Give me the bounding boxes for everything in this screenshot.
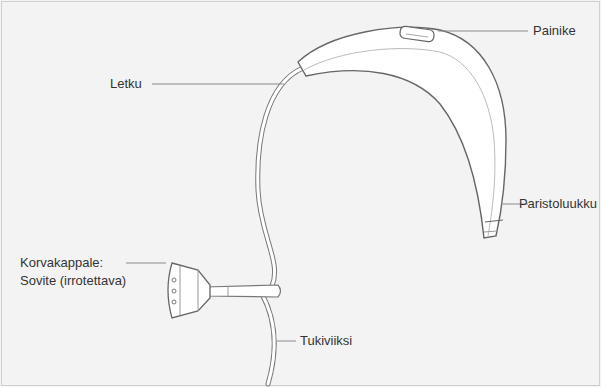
tube <box>258 68 303 286</box>
leader-line <box>152 84 284 85</box>
button-groove <box>406 34 428 37</box>
tube-outline <box>258 68 303 286</box>
leader-line <box>438 31 528 32</box>
part-label: Korvakappale: Sovite (irrotettava) <box>20 254 134 290</box>
button <box>399 26 434 43</box>
dome-hole <box>172 278 176 282</box>
leader-line <box>277 341 296 342</box>
leader-line <box>126 263 166 264</box>
sleeve-ring <box>228 286 229 296</box>
battery-door-seam <box>485 220 503 222</box>
body-seam <box>304 49 495 236</box>
part-label: Paristoluukku <box>519 195 597 213</box>
dome-ribs <box>180 266 198 315</box>
part-label: Painike <box>533 22 576 40</box>
earpiece-sleeve <box>205 285 281 297</box>
dome <box>168 263 210 318</box>
part-label: Letku <box>110 75 142 93</box>
hearing-aid-body <box>298 27 506 238</box>
battery-door-notch <box>484 231 497 232</box>
support-wire-outline <box>262 294 274 384</box>
dome-hole <box>172 300 176 304</box>
support-wire <box>262 294 274 384</box>
dome-hole <box>172 289 176 293</box>
part-label: Tukiviiksi <box>300 332 352 350</box>
